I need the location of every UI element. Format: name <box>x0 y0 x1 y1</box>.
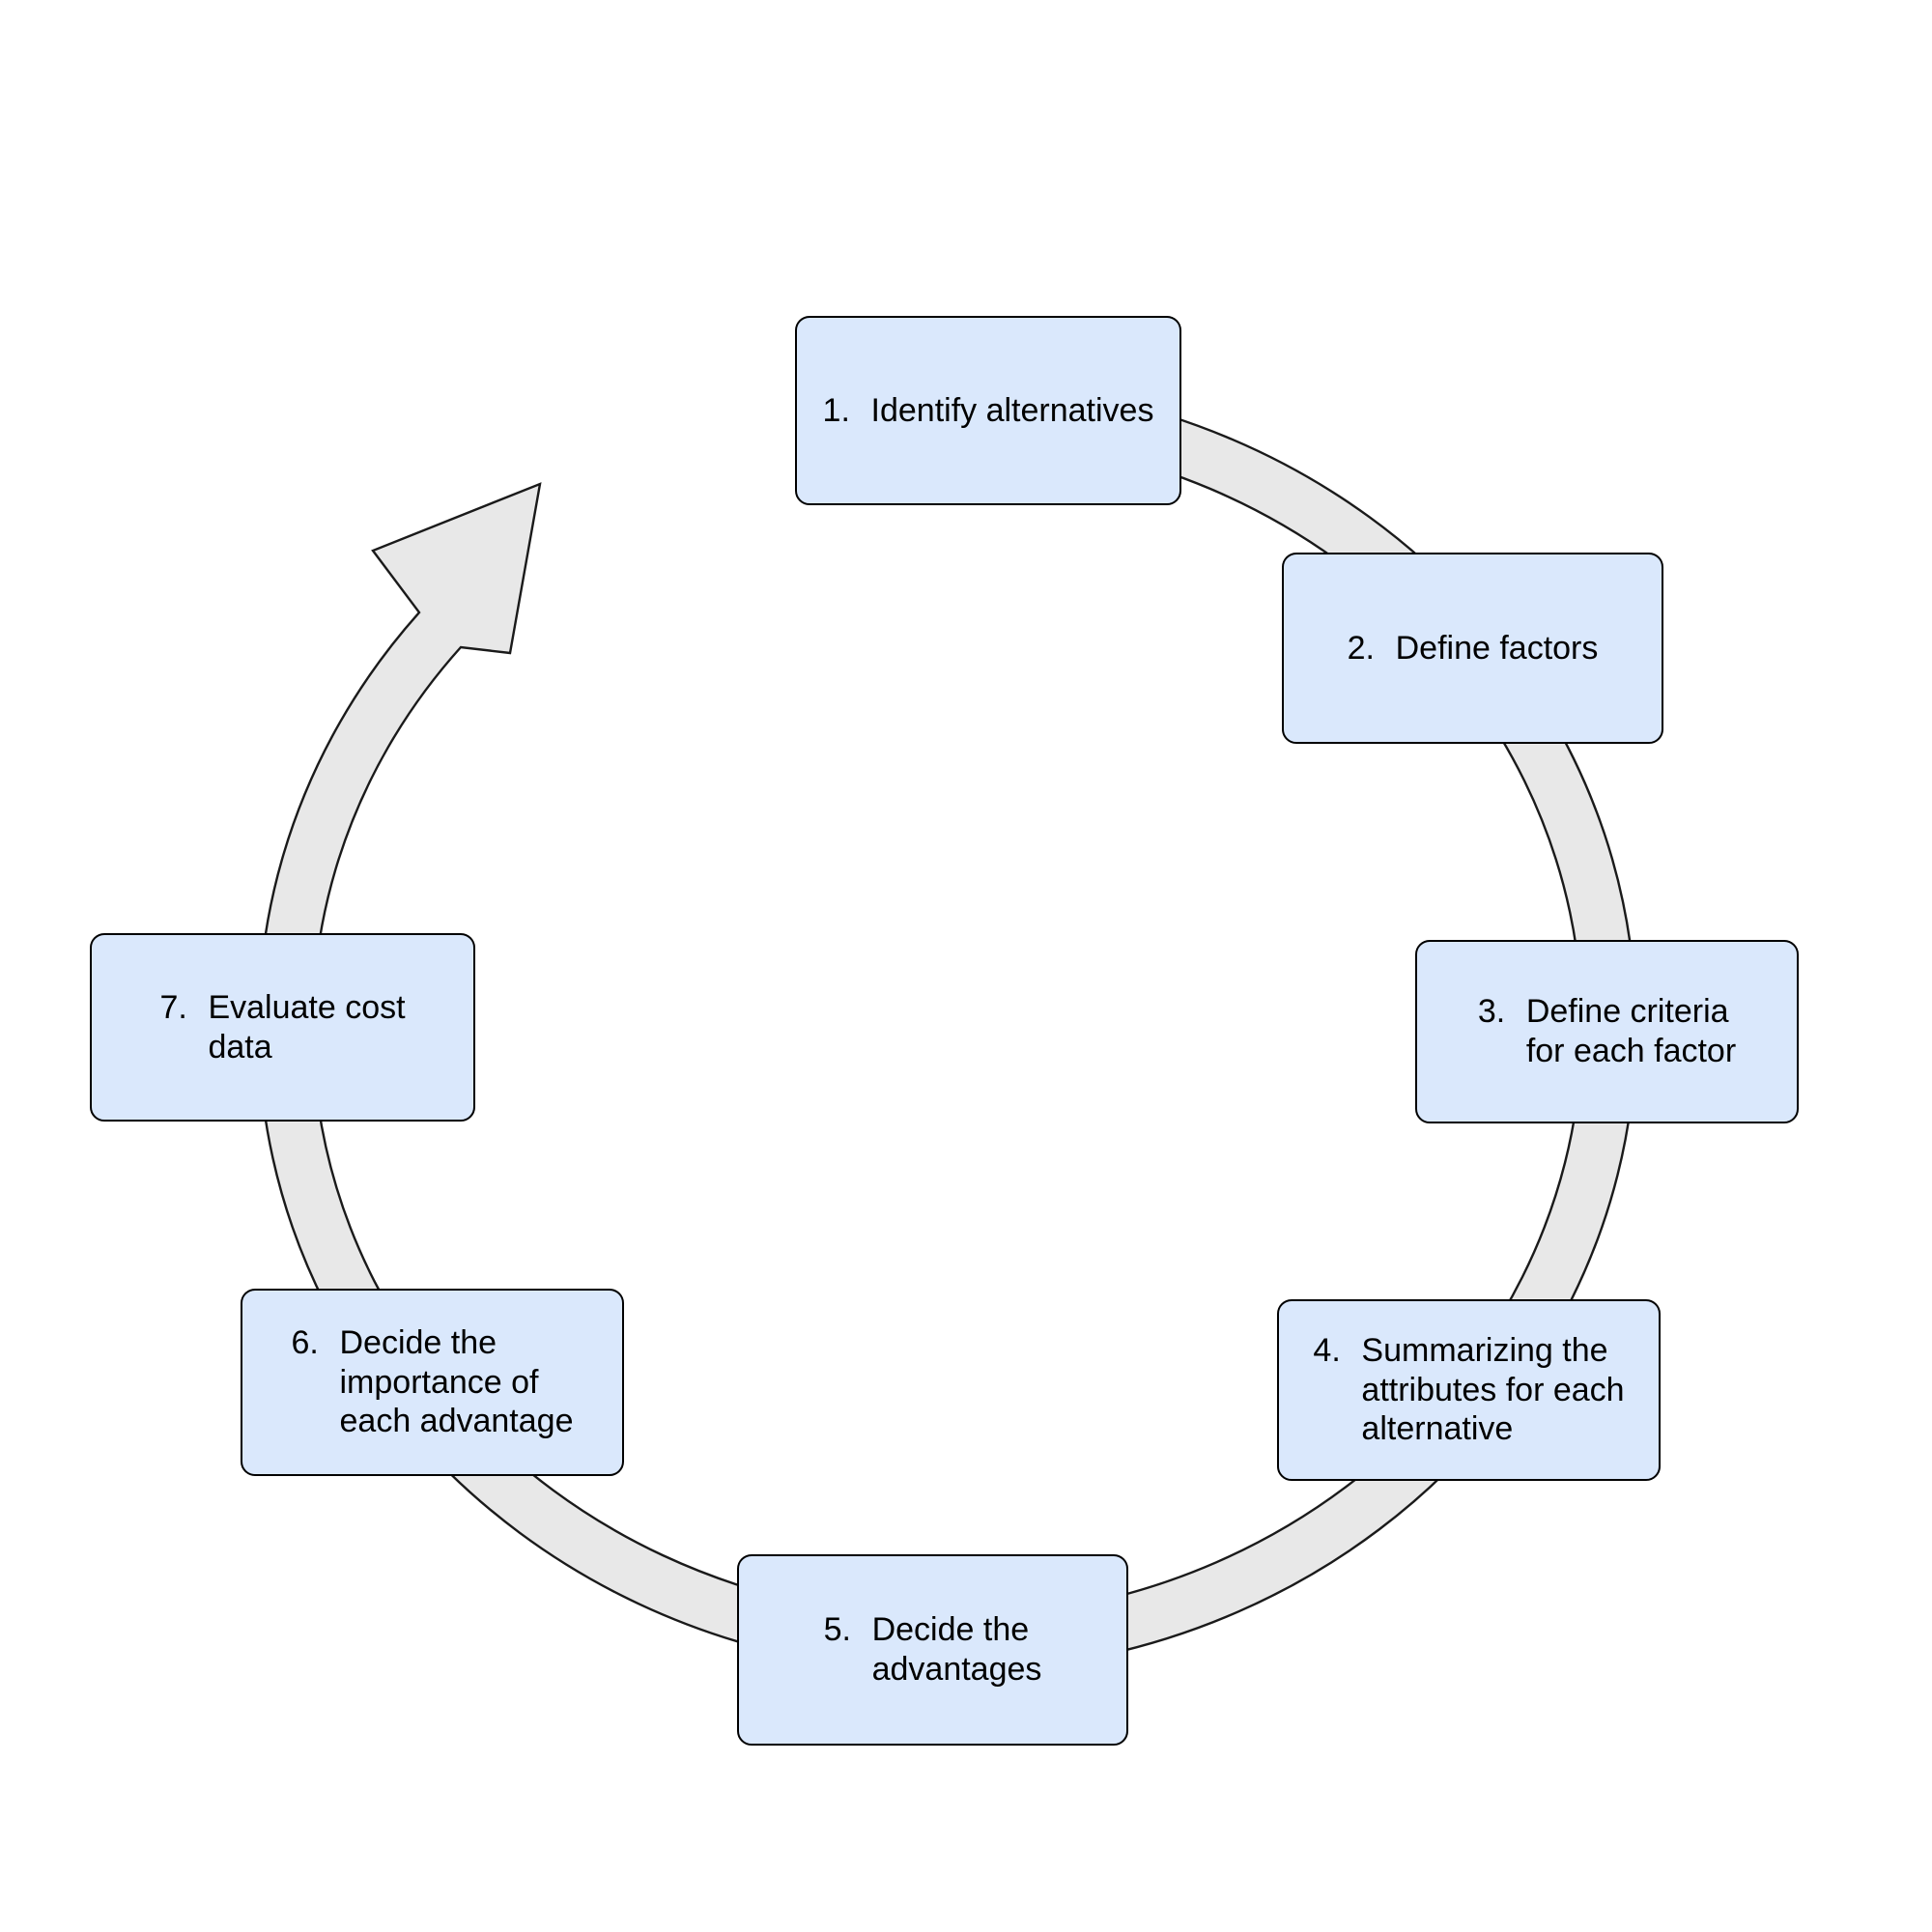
step-label: Define criteria for each factor <box>1526 992 1736 1071</box>
step-label-line: Define factors <box>1395 629 1599 667</box>
step-label: Decide the importance of each advantage <box>340 1323 574 1441</box>
step-label-line: for each factor <box>1525 1033 1737 1069</box>
step-label-line: Decide the <box>339 1323 497 1361</box>
step-7-content: 7. Evaluate cost data <box>159 988 405 1067</box>
step-label: Identify alternatives <box>871 391 1154 431</box>
step-box-1: 1. Identify alternatives <box>795 316 1181 505</box>
step-label-line: Identify alternatives <box>870 391 1154 429</box>
step-label-line: advantages <box>871 1651 1042 1688</box>
step-box-5: 5. Decide the advantages <box>737 1554 1128 1746</box>
step-label-line: each advantage <box>339 1403 574 1440</box>
step-number: 7. <box>159 988 187 1026</box>
step-label-line: alternative <box>1361 1410 1514 1448</box>
step-box-6: 6. Decide the importance of each advanta… <box>241 1289 624 1476</box>
step-3-content: 3. Define criteria for each factor <box>1478 992 1736 1071</box>
step-1-content: 1. Identify alternatives <box>823 391 1154 431</box>
step-label: Summarizing the attributes for each alte… <box>1361 1331 1624 1449</box>
step-5-content: 5. Decide the advantages <box>824 1610 1042 1690</box>
step-number: 1. <box>822 391 850 429</box>
step-2-content: 2. Define factors <box>1348 629 1599 668</box>
step-number: 4. <box>1313 1331 1341 1369</box>
step-label-line: importance of <box>339 1363 539 1401</box>
step-label-line: Evaluate cost <box>208 988 406 1026</box>
step-label-line: Summarizing the <box>1361 1331 1608 1369</box>
step-6-content: 6. Decide the importance of each advanta… <box>292 1323 574 1441</box>
step-number: 2. <box>1347 629 1375 667</box>
step-label: Evaluate cost data <box>208 988 405 1067</box>
step-4-content: 4. Summarizing the attributes for each a… <box>1313 1331 1624 1449</box>
step-box-3: 3. Define criteria for each factor <box>1415 940 1799 1123</box>
cycle-arrow-shape <box>257 380 1637 1674</box>
step-label-line: Decide the <box>871 1611 1030 1649</box>
step-label-line: attributes for each <box>1361 1371 1625 1408</box>
step-label: Define factors <box>1396 629 1599 668</box>
step-number: 6. <box>291 1323 319 1361</box>
step-number: 5. <box>823 1611 851 1649</box>
step-label: Decide the advantages <box>872 1610 1042 1690</box>
step-box-2: 2. Define factors <box>1282 553 1663 744</box>
step-label-line: Define criteria <box>1525 993 1729 1031</box>
step-box-4: 4. Summarizing the attributes for each a… <box>1277 1299 1661 1481</box>
step-label-line: data <box>208 1028 272 1065</box>
step-number: 3. <box>1477 993 1506 1031</box>
step-box-7: 7. Evaluate cost data <box>90 933 475 1122</box>
